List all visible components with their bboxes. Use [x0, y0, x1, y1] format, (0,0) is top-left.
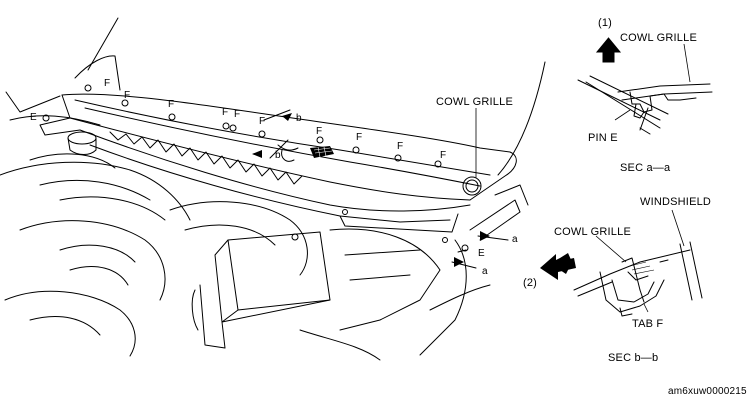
section-b-marker: b [275, 150, 281, 161]
callout-tab-f: F [356, 132, 363, 143]
step-1-label: (1) [598, 17, 613, 29]
windshield-label: WINDSHIELD [640, 196, 712, 208]
callout-tab-f: F [316, 126, 323, 137]
callout-tab-f: F [440, 150, 447, 161]
callout-tab-f: F [168, 99, 175, 110]
section-b-marker: b [296, 113, 302, 124]
section-a-marker: a [482, 266, 488, 277]
cowl-grille-detail-a-label: COWL GRILLE [620, 32, 697, 44]
tab-f-label: TAB F [632, 318, 664, 330]
callout-tab-f: F [397, 141, 404, 152]
section-b-caption: SEC b—b [608, 352, 659, 364]
callout-pin-e: E [478, 248, 485, 259]
callout-tab-f: F [104, 78, 111, 89]
callout-tab-f: F [234, 109, 241, 120]
callout-tab-f: F [124, 90, 131, 101]
reference-code: am6xuw0000215 [668, 386, 747, 397]
section-a-caption: SEC a—a [620, 162, 671, 174]
pin-e-label: PIN E [588, 132, 618, 144]
step-2-label: (2) [523, 277, 538, 289]
cowl-grille-detail-b-label: COWL GRILLE [554, 226, 631, 238]
callout-tab-f: F [222, 107, 229, 118]
cowl-grille-label: COWL GRILLE [436, 96, 513, 108]
callout-tab-f: F [259, 116, 266, 127]
section-a-marker: a [512, 234, 518, 245]
callout-pin-e: E [30, 112, 37, 123]
